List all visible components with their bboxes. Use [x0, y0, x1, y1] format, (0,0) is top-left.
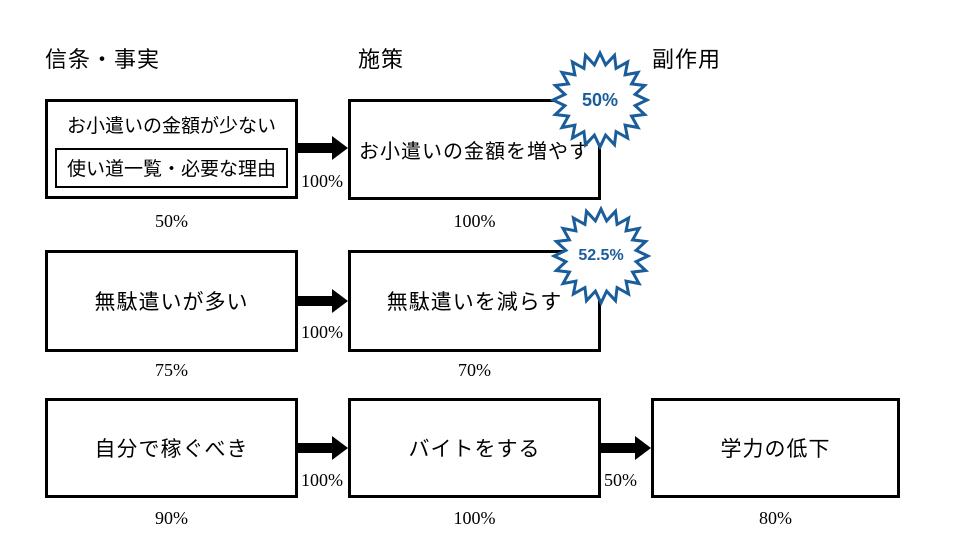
- measure-1-percentage: 100%: [453, 211, 496, 231]
- measure-box-3: バイトをする: [348, 398, 601, 498]
- arrow-shaft: [298, 143, 334, 153]
- measure-3-percentage: 100%: [453, 508, 496, 528]
- starburst-icon: [551, 206, 651, 306]
- arrow-head: [332, 289, 348, 313]
- side-effect-3-percentage: 80%: [759, 508, 792, 528]
- arrow-belief-to-measure-1: [298, 136, 348, 160]
- belief-box-1: お小遣いの金額が少ない 使い道一覧・必要な理由: [45, 99, 298, 199]
- starburst-badge-1: 50%: [550, 50, 650, 150]
- starburst-badge-2-value: 52.5%: [578, 247, 624, 264]
- starburst-icon: [550, 50, 650, 150]
- belief-box-3-text: 自分で稼ぐべき: [94, 437, 249, 461]
- arrow-3-percentage: 100%: [301, 470, 343, 490]
- measure-box-1-text: お小遣いの金額を増やす: [359, 141, 590, 163]
- arrow-head: [332, 136, 348, 160]
- belief-box-1-subtext: 使い道一覧・必要な理由: [55, 148, 288, 188]
- arrow-head: [635, 436, 651, 460]
- side-effect-box-3-text: 学力の低下: [720, 437, 831, 461]
- belief-1-percentage: 50%: [155, 211, 188, 231]
- column-header-side-effects: 副作用: [652, 47, 722, 72]
- belief-box-3: 自分で稼ぐべき: [45, 398, 298, 498]
- belief-2-percentage: 75%: [155, 360, 188, 380]
- belief-box-2-text: 無駄遣いが多い: [94, 290, 249, 314]
- arrow-shaft: [601, 443, 637, 453]
- belief-box-2: 無駄遣いが多い: [45, 250, 298, 352]
- measure-2-percentage: 70%: [458, 360, 491, 380]
- arrow-4-percentage: 50%: [604, 470, 637, 490]
- arrow-belief-to-measure-2: [298, 289, 348, 313]
- measure-box-3-text: バイトをする: [408, 437, 541, 461]
- belief-box-1-text: お小遣いの金額が少ない: [66, 116, 276, 137]
- arrow-head: [332, 436, 348, 460]
- starburst-badge-2: 52.5%: [551, 206, 651, 306]
- arrow-1-percentage: 100%: [301, 171, 343, 191]
- column-header-beliefs: 信条・事実: [45, 47, 161, 72]
- arrow-2-percentage: 100%: [301, 322, 343, 342]
- arrow-belief-to-measure-3: [298, 436, 348, 460]
- arrow-measure-to-side-effect-3: [601, 436, 651, 460]
- column-header-measures: 施策: [358, 47, 405, 72]
- arrow-shaft: [298, 443, 334, 453]
- measure-box-2-text: 無駄遣いを減らす: [386, 290, 563, 314]
- starburst-badge-1-value: 50%: [581, 89, 619, 110]
- arrow-shaft: [298, 296, 334, 306]
- side-effect-box-3: 学力の低下: [651, 398, 900, 498]
- belief-3-percentage: 90%: [155, 508, 188, 528]
